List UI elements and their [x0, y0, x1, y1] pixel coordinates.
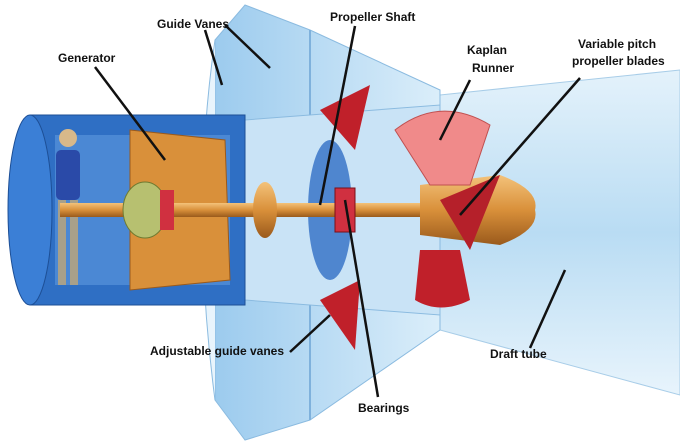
- label-guide-vanes: Guide Vanes: [157, 17, 230, 31]
- label-kaplan: Kaplan: [467, 43, 508, 57]
- label-draft-tube: Draft tube: [490, 347, 547, 361]
- bearing: [334, 187, 356, 233]
- person-figure: [56, 129, 80, 285]
- runner-blade: [440, 175, 500, 250]
- label-propeller-shaft: Propeller Shaft: [330, 10, 416, 24]
- runner-blade: [415, 250, 470, 308]
- guide-vane: [320, 85, 370, 150]
- guide-vane: [320, 280, 360, 350]
- label-bearings: Bearings: [358, 401, 410, 415]
- propeller-shaft: [60, 203, 530, 217]
- label-runner: Runner: [472, 61, 514, 75]
- leader-lines: [94, 24, 581, 398]
- label-generator: Generator: [58, 51, 116, 65]
- label-adjustable-guide-vanes: Adjustable guide vanes: [150, 344, 285, 358]
- label-variable-pitch-2: propeller blades: [572, 54, 665, 68]
- label-variable-pitch-1: Variable pitch: [578, 37, 657, 51]
